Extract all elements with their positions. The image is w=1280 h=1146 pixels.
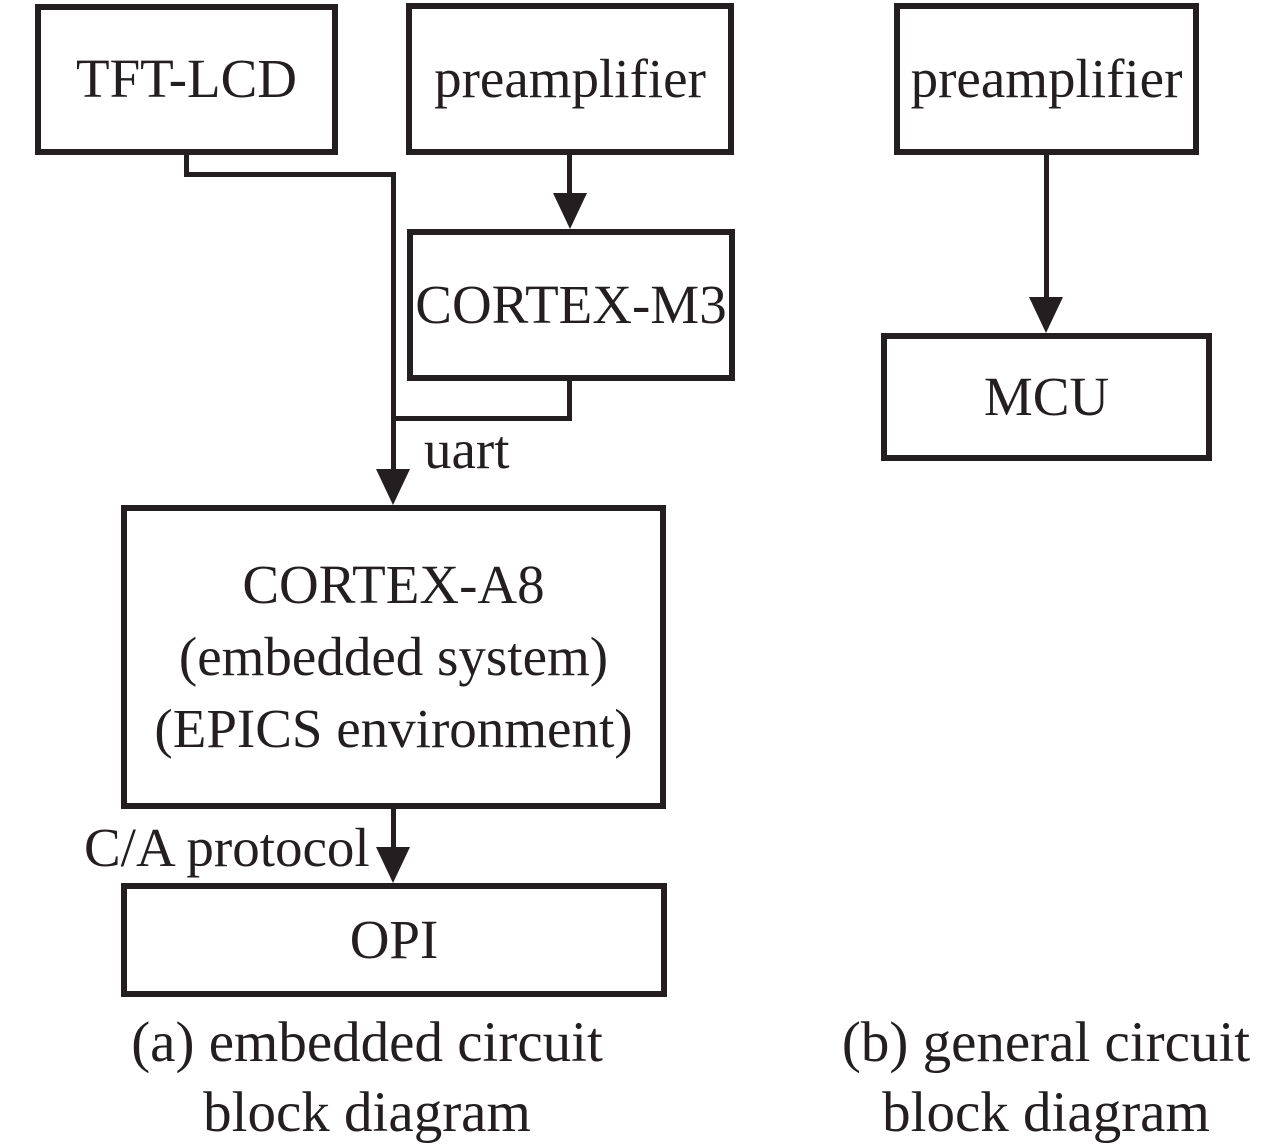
block-cortex-a8: CORTEX-A8 (embedded system) (EPICS envir… xyxy=(121,505,666,809)
arrowhead-down-icon xyxy=(553,193,587,229)
arrowhead-down-icon xyxy=(376,847,410,883)
block-label: CORTEX-M3 xyxy=(415,273,727,335)
arrowhead-down-icon xyxy=(376,469,410,505)
caption-b-line2: block diagram xyxy=(882,1081,1210,1144)
block-cortex-m3: CORTEX-M3 xyxy=(407,229,735,381)
connector-cortex-m3-drop xyxy=(567,380,572,421)
block-label: preamplifier xyxy=(434,47,706,109)
connector-cortex-a8-to-opi xyxy=(391,809,396,851)
connector-tft-lcd-horizontal xyxy=(184,172,396,177)
edge-label-uart: uart xyxy=(424,419,510,480)
connector-preamplifier-to-mcu xyxy=(1044,155,1049,301)
edge-label-ca-protocol: C/A protocol xyxy=(84,817,370,878)
arrowhead-down-icon xyxy=(1029,297,1063,333)
connector-cortex-m3-horizontal xyxy=(391,416,572,421)
block-label: TFT-LCD xyxy=(75,48,298,110)
block-label: OPI xyxy=(349,908,439,970)
connector-tft-lcd-drop xyxy=(184,154,189,177)
block-mcu: MCU xyxy=(881,333,1212,461)
connector-preamplifier-to-cortex-m3 xyxy=(567,154,572,196)
connector-merged-to-cortex-a8 xyxy=(391,172,396,470)
block-opi: OPI xyxy=(121,883,667,997)
block-label-line: CORTEX-A8 xyxy=(242,554,545,615)
caption-a-line1: (a) embedded circuit xyxy=(131,1011,603,1074)
caption-b-line1: (b) general circuit xyxy=(841,1011,1251,1074)
caption-a-line2: block diagram xyxy=(203,1081,531,1144)
caption-a: (a) embedded circuit block diagram xyxy=(57,1008,677,1146)
block-label-line: (EPICS environment) xyxy=(154,698,633,759)
block-label: preamplifier xyxy=(910,47,1183,109)
block-label: MCU xyxy=(983,365,1110,427)
block-preamplifier-a: preamplifier xyxy=(406,3,734,155)
block-label-line: (embedded system) xyxy=(178,626,609,687)
block-tft-lcd: TFT-LCD xyxy=(35,4,338,155)
block-preamplifier-b: preamplifier xyxy=(894,3,1199,155)
caption-b: (b) general circuit block diagram xyxy=(736,1008,1280,1146)
